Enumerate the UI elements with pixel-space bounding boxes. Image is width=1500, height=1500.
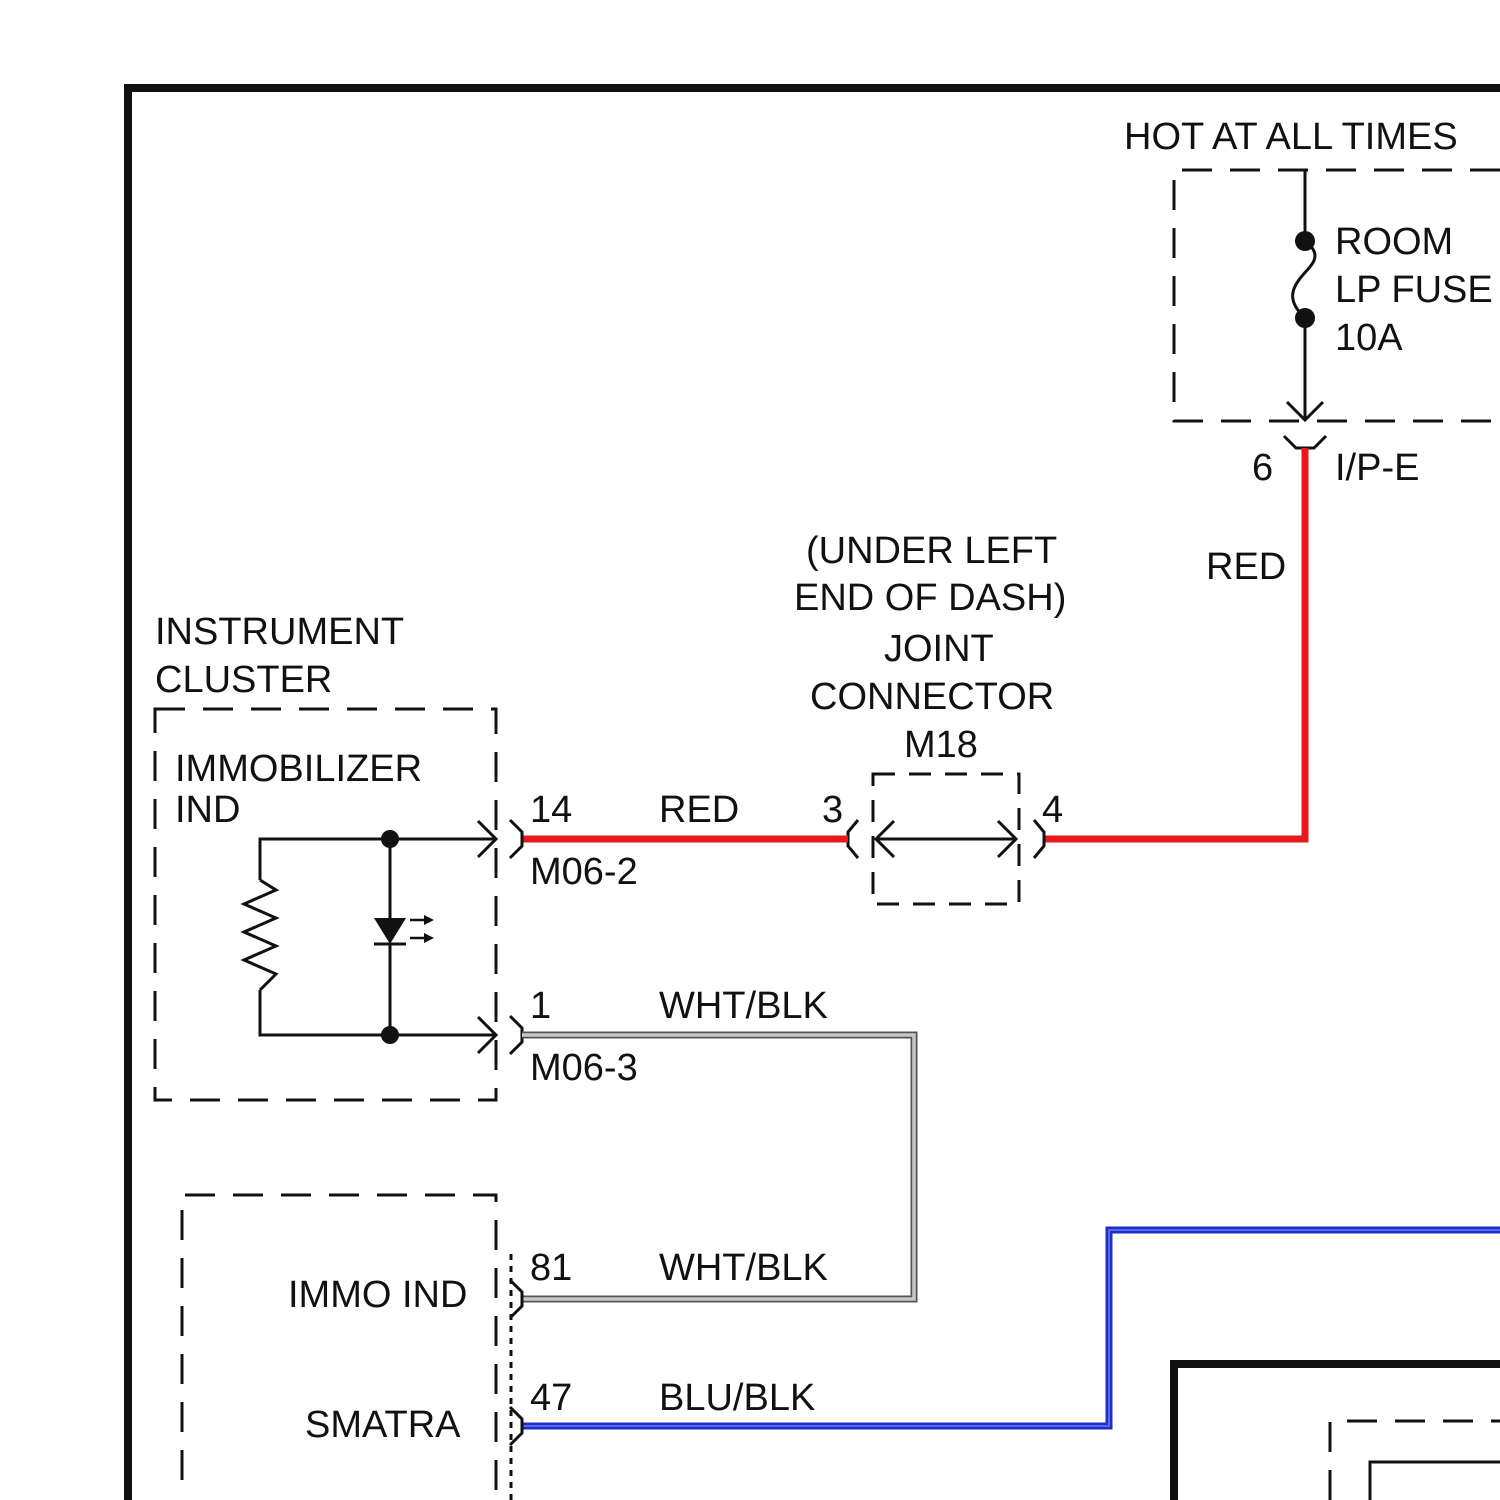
- joint-title-line1: JOINT: [884, 628, 994, 670]
- smatra-pin-label: SMATRA: [305, 1404, 461, 1446]
- cluster-pin-1: 1: [530, 985, 551, 1027]
- hot-at-all-times-label: HOT AT ALL TIMES: [1124, 116, 1458, 158]
- led-icon: [374, 918, 406, 944]
- lower-right-inner-box: [1370, 1462, 1500, 1500]
- cluster-connector-m06-2: M06-2: [530, 851, 638, 893]
- module-immo-wire-color: WHT/BLK: [659, 1247, 828, 1289]
- joint-bus-double-arrow: [876, 821, 1016, 857]
- cluster-top-wire-color: RED: [659, 789, 739, 831]
- ipe-pin-number: 6: [1252, 447, 1273, 489]
- pin-81-terminal: [510, 1280, 522, 1318]
- joint-title-line2: CONNECTOR: [810, 676, 1054, 718]
- red-wire-fuse-to-joint: [1044, 448, 1305, 839]
- joint-pin-right: 4: [1042, 789, 1063, 831]
- cluster-bottom-wire-color: WHT/BLK: [659, 985, 828, 1027]
- joint-pin-left: 3: [822, 789, 843, 831]
- joint-location-line2: END OF DASH): [794, 577, 1066, 619]
- joint-location-line1: (UNDER LEFT: [806, 530, 1057, 572]
- fuse-name-line1: ROOM: [1335, 221, 1453, 263]
- light-emission-arrows-icon: [410, 915, 434, 943]
- joint-connector-id: M18: [904, 724, 978, 766]
- cluster-connector-m06-3: M06-3: [530, 1047, 638, 1089]
- instrument-cluster-title-line2: CLUSTER: [155, 659, 332, 701]
- instrument-cluster-title-line1: INSTRUMENT: [155, 611, 404, 653]
- m06-2-terminal: [510, 820, 522, 858]
- module-pin-47: 47: [530, 1377, 572, 1419]
- m06-3-terminal: [510, 1016, 522, 1054]
- immobilizer-ind-label-line1: IMMOBILIZER: [175, 748, 422, 790]
- smatra-module-dashed-box: [182, 1195, 496, 1500]
- lower-right-module-frame: [1174, 1364, 1500, 1500]
- module-pin-81: 81: [530, 1247, 572, 1289]
- indicator-circuit: [260, 830, 496, 1044]
- immo-ind-pin-label: IMMO IND: [288, 1274, 467, 1316]
- module-smatra-wire-color: BLU/BLK: [659, 1377, 815, 1419]
- ipe-connector-symbol: [1284, 436, 1326, 448]
- ipe-connector-label: I/P-E: [1335, 447, 1419, 489]
- fuse-name-line2: LP FUSE: [1335, 269, 1493, 311]
- cluster-pin-14: 14: [530, 789, 572, 831]
- fuse-icon: [1293, 170, 1315, 420]
- joint-left-terminal: [848, 820, 858, 858]
- immobilizer-ind-label-line2: IND: [175, 789, 240, 831]
- fuse-rating: 10A: [1335, 317, 1403, 359]
- fuse-wire-color-label: RED: [1206, 546, 1286, 588]
- resistor-icon: [244, 880, 276, 990]
